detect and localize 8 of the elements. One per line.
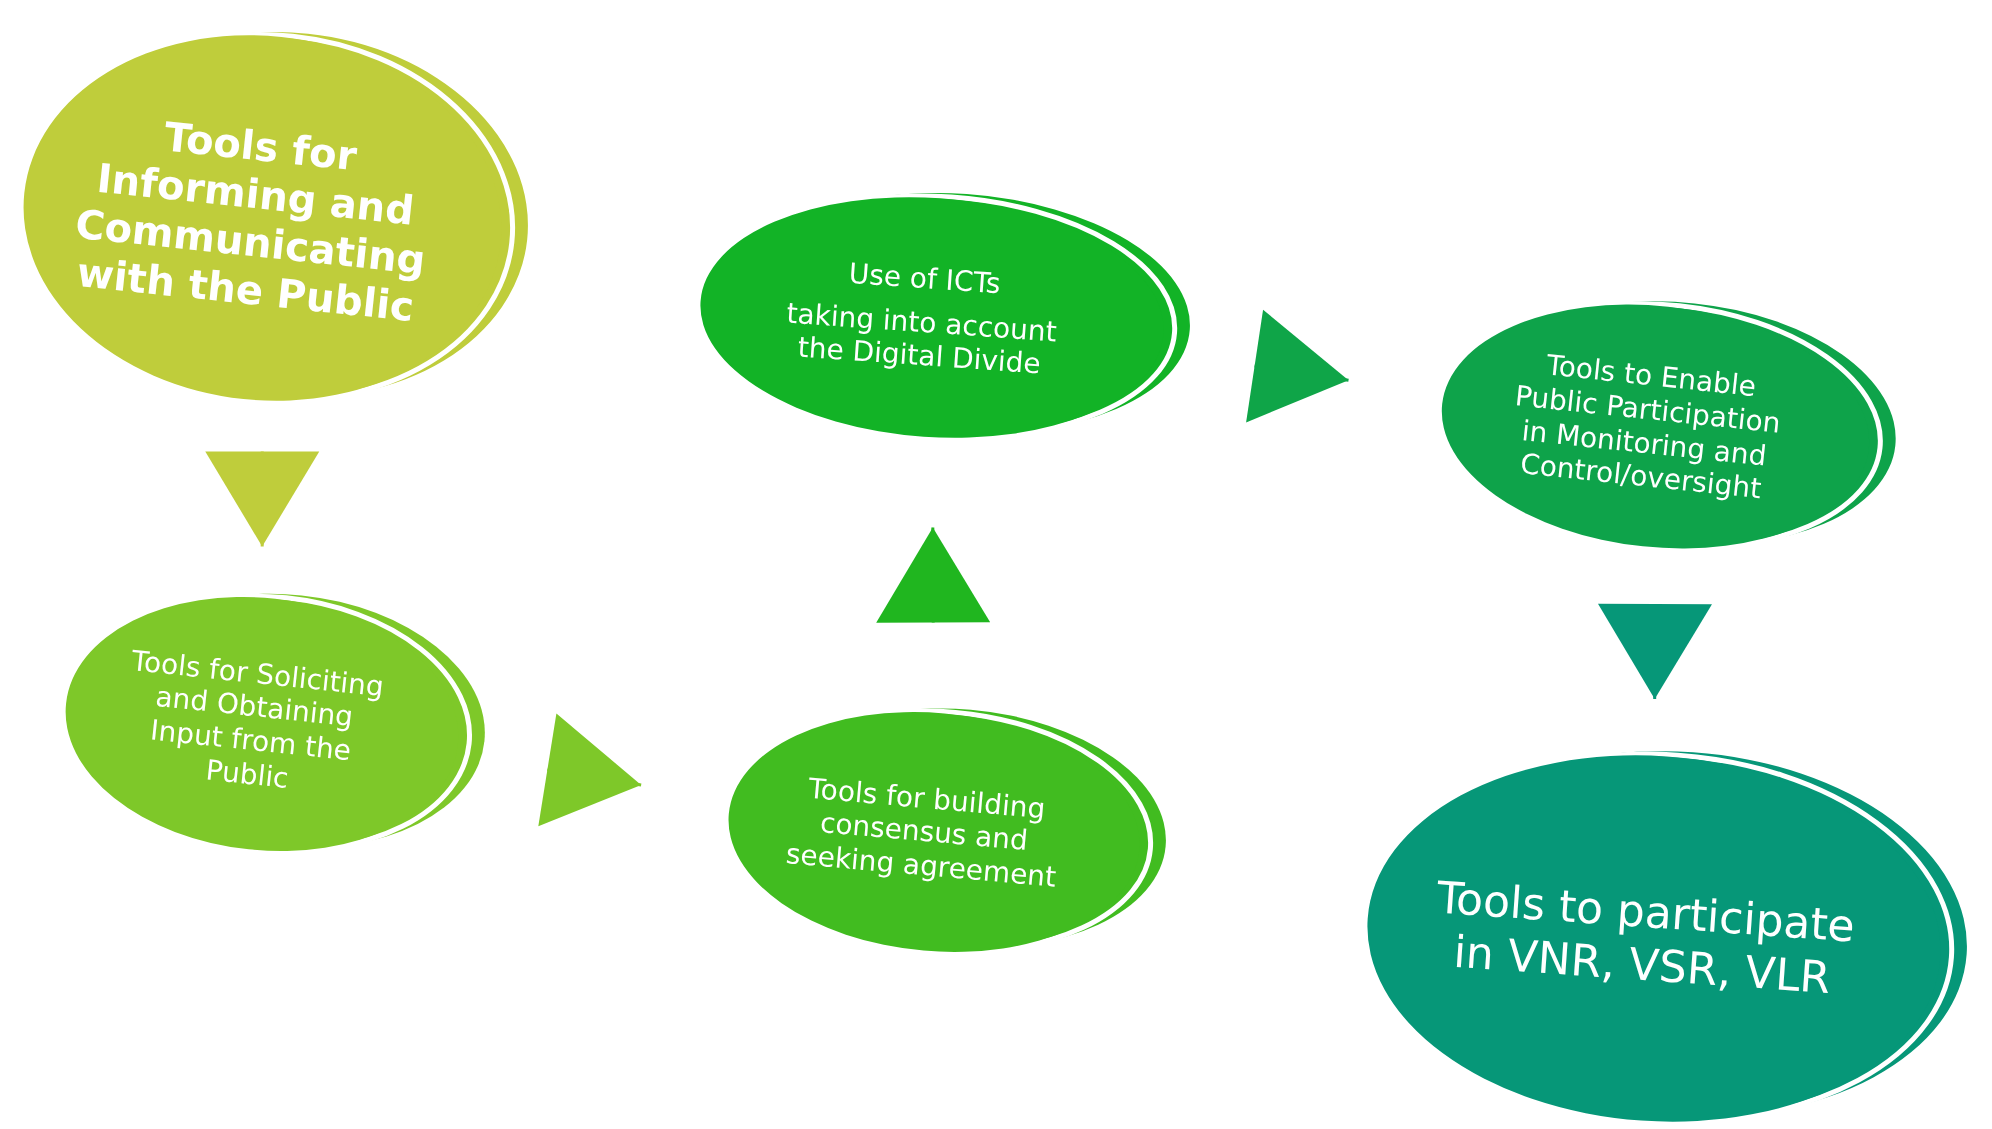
node-label: Tools for Soliciting and Obtaining Input from the Public <box>128 643 386 797</box>
arrow <box>1598 603 1712 699</box>
node-label: Tools for building consensus and seeking agreement <box>783 770 1059 896</box>
arrow <box>1246 309 1349 423</box>
arrow <box>205 451 320 547</box>
node-label: Tools to participate in VNR, VSR, VLR <box>1434 870 1858 1005</box>
arrow <box>538 713 642 827</box>
arrow <box>876 527 991 623</box>
